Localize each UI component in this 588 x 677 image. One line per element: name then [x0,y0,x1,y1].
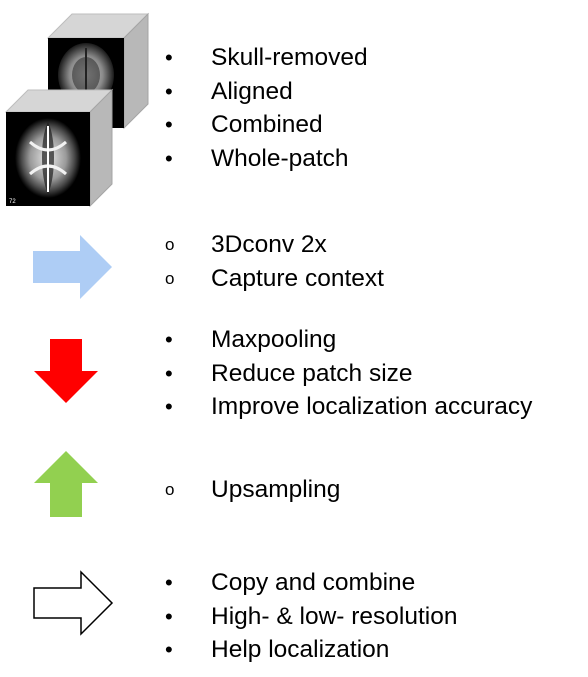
bullet-marker: • [165,327,173,352]
mri-brain-volume-stack-icon: 72 [4,12,150,208]
circle-marker: o [165,235,175,254]
bullet-marker: • [165,570,173,595]
bullet-marker: • [165,394,173,419]
bullet-marker: • [165,637,173,662]
outline-arrow-right-icon [33,570,114,636]
bullet-marker: • [165,603,173,629]
bullet-marker: • [165,45,173,70]
arrow-right-icon [33,235,112,299]
bullet-marker: • [165,112,173,137]
bullet-marker: • [165,78,173,104]
bullet-marker: • [165,145,173,171]
front-volume: 72 [4,88,114,208]
circle-marker: o [165,480,175,499]
bullet-marker: • [165,360,173,386]
arrow-down-icon [34,339,98,403]
slice-number-label: 72 [9,199,16,205]
circle-marker: o [165,268,175,288]
arrow-up-icon [34,451,98,517]
